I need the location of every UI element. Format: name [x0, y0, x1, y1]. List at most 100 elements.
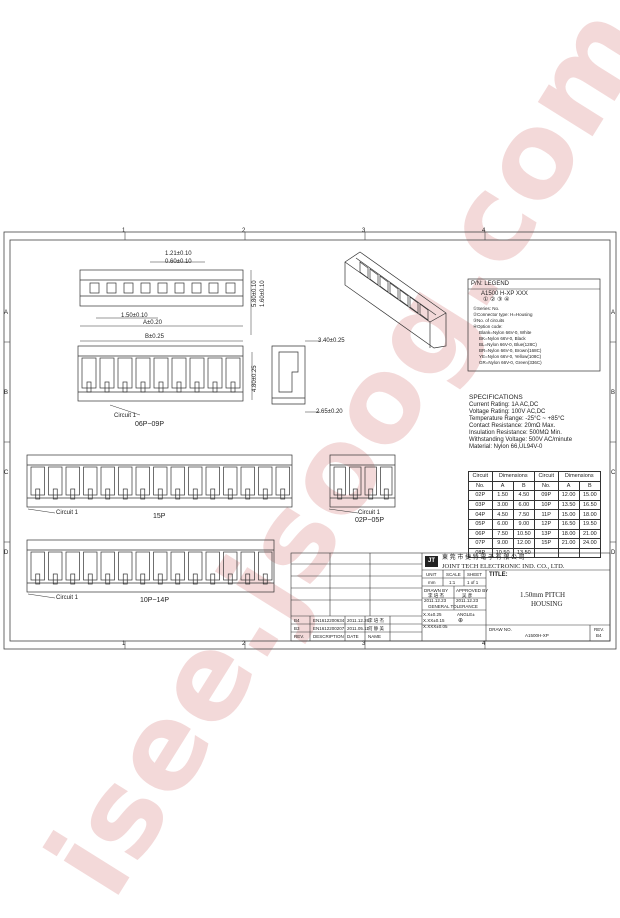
- zone-row-a: A: [4, 310, 9, 316]
- spec-line: Current Rating: 1A AC,DC: [469, 402, 539, 408]
- tolerance-row: X.XXX±0.05: [423, 624, 448, 629]
- th-circuit-2: Circuit: [533, 471, 559, 482]
- legend-item: BK=Nylon 66V-0, Black: [479, 336, 526, 341]
- table-cell: 1.50: [491, 490, 514, 501]
- spec-line: Withstanding Voltage: 500V AC/minute: [469, 437, 573, 443]
- table-cell: 04P: [468, 509, 493, 520]
- front-view-02p: [329, 454, 396, 508]
- table-cell: 05P: [468, 518, 493, 530]
- legend-item: ④Option code:: [473, 324, 503, 329]
- title-line-1: 1.50mm PITCH: [520, 591, 566, 599]
- front-view-15p: [26, 454, 293, 508]
- zone-row-d: D: [4, 550, 9, 556]
- unit-label: UNIT: [426, 572, 437, 577]
- table-cell: 12.00: [512, 538, 535, 549]
- title-block-lines: [290, 552, 611, 642]
- table-cell: 11P: [533, 509, 559, 520]
- table-cell: 13P: [533, 528, 559, 540]
- revision-cell: REV.: [294, 634, 305, 639]
- legend-title: P/N: LEGEND: [471, 281, 510, 287]
- scale-value: 1:1: [449, 580, 456, 585]
- table-cell: 9.00: [512, 518, 535, 530]
- table-cell: 16.50: [557, 518, 580, 530]
- table-cell: [557, 547, 580, 559]
- angle-label: ANGLE±: [457, 612, 475, 617]
- drawn-date: 2011.12.23: [424, 598, 447, 603]
- table-cell: 7.50: [491, 528, 514, 540]
- table-cell: 24.00: [578, 538, 602, 549]
- table-cell: 6.00: [491, 518, 514, 530]
- table-cell: 16.50: [578, 499, 602, 511]
- table-cell: 4.50: [512, 490, 535, 501]
- th-b-2: B: [578, 480, 602, 492]
- table-cell: 12.00: [557, 490, 580, 501]
- company-logo: JT: [425, 556, 438, 567]
- top-view: [79, 269, 244, 307]
- revision-cell: 何 静 美: [368, 626, 385, 631]
- spec-line: Voltage Rating: 100V AC,DC: [469, 409, 546, 415]
- legend-item: GR=Nylon 66V-0, Green(336C): [479, 360, 542, 365]
- zone-row-c-right: C: [611, 470, 616, 476]
- table-cell: 3.00: [491, 499, 514, 511]
- th-no-2: No.: [533, 480, 559, 492]
- zone-col-1: 1: [122, 228, 126, 234]
- zone-row-b: B: [4, 390, 9, 396]
- table-cell: 21.00: [578, 528, 602, 540]
- legend-item: ③No. of circuits: [473, 318, 505, 323]
- dimension-table: Circuit Dimensions Circuit Dimensions No…: [468, 471, 602, 559]
- table-cell: 18.00: [557, 528, 580, 540]
- front-view-06p: [77, 345, 244, 402]
- dim-a: A±0.20: [143, 320, 162, 326]
- legend-item: Blank=Nylon 66V-0, White: [479, 330, 532, 335]
- zone-row-a-right: A: [611, 310, 616, 316]
- revision-cell: B3: [294, 626, 300, 631]
- sheet-value: 1 of 1: [467, 580, 479, 585]
- view-label-02p: 02P~05P: [355, 517, 384, 524]
- revision-cell: EN1612200634: [313, 618, 345, 623]
- revision-cell: DATE: [347, 634, 359, 639]
- zone-col-3-bottom: 3: [362, 641, 366, 647]
- dim-060: 0.60±0.10: [165, 259, 192, 265]
- zone-col-2-bottom: 2: [242, 641, 246, 647]
- table-cell: 03P: [468, 499, 493, 511]
- tolerance-row: X.X±0.25: [423, 612, 442, 617]
- dim-160: 1.60±0.10: [260, 280, 266, 307]
- unit-value: mm: [428, 580, 436, 585]
- table-cell: 19.50: [578, 518, 602, 530]
- th-no: No.: [468, 480, 493, 492]
- dim-b: B±0.25: [145, 334, 164, 340]
- table-cell: 07P: [468, 538, 493, 549]
- circuit1-label-06p: Circuit 1: [114, 413, 137, 419]
- th-circuit: Circuit: [468, 471, 493, 482]
- title-line-2: HOUSING: [531, 600, 563, 608]
- iso-view: [344, 251, 447, 349]
- drawing-sheet: [3, 231, 617, 650]
- dim-150: 1.50±0.10: [121, 313, 148, 319]
- revision-cell: 2011.12.26: [347, 618, 370, 623]
- approved-date: 2011.12.23: [456, 598, 479, 603]
- table-cell: 18.00: [578, 509, 602, 520]
- spec-line: Contact Resistance: 20mΩ Max.: [469, 423, 556, 429]
- draw-no-value: A1500H-XP: [525, 633, 549, 638]
- zone-col-3: 3: [362, 228, 366, 234]
- table-cell: 9.00: [491, 538, 514, 549]
- circuit1-label-15p: Circuit 1: [56, 510, 79, 516]
- dim-121: 1.21±0.10: [165, 251, 192, 257]
- legend-item: ②Connector type: H=Housing: [473, 312, 533, 317]
- drawn-name: 李 培 杰: [428, 593, 445, 598]
- dim-580: 5.80±0.10: [252, 280, 258, 307]
- legend-box: [467, 278, 601, 372]
- table-cell: 15.00: [578, 490, 602, 501]
- view-label-15p: 15P: [153, 513, 166, 520]
- th-dimensions: Dimensions: [491, 471, 535, 482]
- dim-340: 3.40±0.25: [318, 338, 345, 344]
- table-cell: 10P: [533, 499, 559, 511]
- approved-name: 吴 彦: [462, 593, 473, 598]
- legend-item: BL=Nylon 66V-0, Blue(128C): [479, 342, 537, 347]
- table-cell: 7.50: [512, 509, 535, 520]
- dim-265: 2.65±0.20: [316, 409, 343, 415]
